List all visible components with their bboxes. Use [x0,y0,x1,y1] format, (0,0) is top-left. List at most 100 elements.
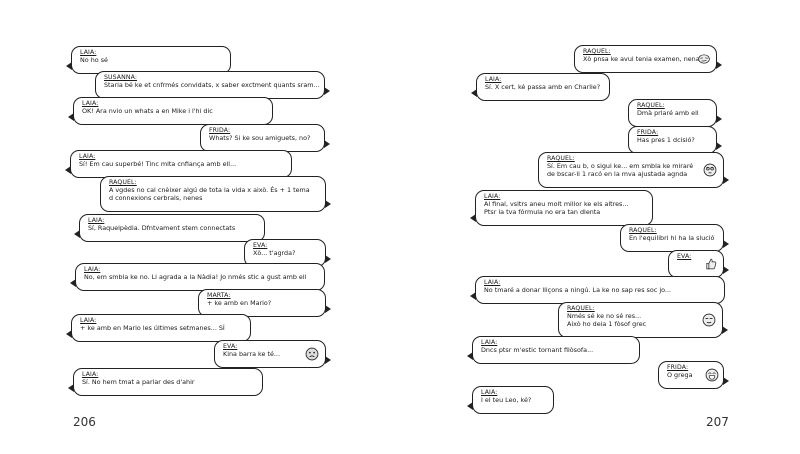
page-number: 206 [73,415,96,429]
message-text: Dncs ptsr m'estic tornant filòsofa... [481,346,594,354]
speaker-name: LAIA: [88,217,105,224]
speaker-name: LAIA: [82,100,99,107]
bubble-tail [70,279,76,287]
smirk-face-icon [698,54,710,64]
message-bubble-laia: LAIA: Dncs ptsr m'estic tornant filòsofa… [467,336,640,364]
speaker-name: LAIA: [481,389,498,396]
speaker-name: MARTA: [207,292,231,299]
bubble-tail [723,377,729,385]
speaker-name: LAIA: [485,76,502,83]
speaker-name: EVA: [253,242,268,249]
speaker-name: LAIA: [84,266,101,273]
message-text: Al final, vsltrs aneu molt millor ke els… [484,200,629,208]
message-text: + ke amb en Mario? [207,299,272,307]
message-text: O grega [667,371,693,379]
bubble-tail [470,292,476,300]
bubble-tail [471,89,477,97]
message-bubble-laia: LAIA: Al final, vsltrs aneu molt millor … [470,190,653,226]
message-text: de bscar-li 1 racó en la mva ajustada ag… [547,170,688,178]
message-text: I el teu Leo, ké? [481,396,532,404]
message-text: Xò... t'agrda? [253,249,296,257]
message-bubble-laia: LAIA: No tmaré a donar lliçons a ningú. … [470,276,725,304]
bubble-tail [722,326,728,334]
message-text: + ke amb en Mario les últimes setmanes..… [80,324,225,332]
page-number: 207 [706,415,729,429]
bubble-tail [716,61,722,69]
message-text: Això ho deia 1 fòsof grec [567,320,647,328]
bubble-tail [467,352,473,360]
message-bubble-raquel: RAQUEL: En l'equilibri hi ha la slució [620,224,729,252]
bubble-tail [325,305,331,313]
bubble-tail [66,62,72,70]
message-bubble-laia: LAIA: No ho sé [66,46,231,74]
bubble-tail [723,266,729,274]
message-bubble-laia: LAIA: Sí. X cert, ké passa amb en Charli… [471,73,610,101]
bubble-tail [467,402,473,410]
bubble-tail [325,200,331,208]
message-text: Sí. X cert, ké passa amb en Charlie? [485,83,601,91]
bubble-tail [65,166,71,174]
message-text: A vgdes no cal cnèixer algú de tota la v… [109,186,310,194]
message-bubble-raquel: RAQUEL: Dmà prlaré amb ell [628,99,722,127]
message-text: No, em smbla ke no. Li agrada a la Nàdia… [84,273,307,281]
message-bubble-eva: EVA: [668,250,729,278]
thumbs-up-icon [706,258,717,270]
message-bubble-marta: MARTA: + ke amb en Mario? [198,289,331,317]
speaker-name: RAQUEL: [637,102,665,109]
bubble-tail [470,214,476,222]
sleepy-face-icon [702,313,716,327]
message-text: Kina barra ke té... [223,350,280,358]
message-text: No tmaré a donar lliçons a ningú. La ke … [484,286,672,294]
eyes-up-face-icon [703,163,717,177]
speaker-name: EVA: [223,343,238,350]
message-bubble-raquel: RAQUEL: Sí. Em cau b, o sigui ke... em s… [538,152,729,188]
message-text: No ho sé [80,56,108,64]
bubble-tail [324,140,330,148]
message-bubble-susanna: SUSANNA: Staria bé ke et cnfrmés convida… [95,71,330,99]
speaker-name: SUSANNA: [104,74,137,81]
grumpy-face-icon [305,347,319,361]
message-text: En l'equilibri hi ha la slució [629,234,715,242]
message-text: Whats? Si ke sou amiguets, no? [209,134,311,142]
left-page: LAIA: No ho sé SUSANNA: Staria bé ke et … [65,46,331,429]
message-bubble-laia: LAIA: OK! Ara nvio un whats a en Mike i … [68,97,273,125]
message-text: Ptsr la tva fórmula no era tan dlenta [484,208,601,216]
speaker-name: RAQUEL: [583,48,611,55]
message-text: Sí. No hem tmat a parlar des d'ahir [82,378,195,386]
message-bubble-laia: LAIA: No, em smbla ke no. Li agrada a la… [70,263,325,291]
message-bubble-laia: LAIA: Sí. No hem tmat a parlar des d'ahi… [68,368,263,396]
message-text: Xò pnsa ke avui tenia examen, nena [583,55,700,63]
speaker-name: LAIA: [80,317,97,324]
message-text: OK! Ara nvio un whats a en Mike i l'hi d… [82,107,213,115]
speaker-name: LAIA: [484,279,501,286]
message-text: Dmà prlaré amb ell [637,109,699,117]
message-text: Sí! Em cau superbé! Tinc mlta cnfiança a… [79,160,237,168]
bubble-tail [723,240,729,248]
message-bubble-eva: EVA: Kina barra ke té... [214,340,331,368]
bubble-tail [68,384,74,392]
bubble-tail [324,87,330,95]
bubble-tail [325,255,331,263]
speaker-name: LAIA: [79,153,96,160]
message-bubble-laia: LAIA: Sí, Raquelpèdia. Dfntvament stem c… [74,214,265,242]
message-text: Nmés sé ke no sé res... [567,312,642,320]
speaker-name: RAQUEL: [629,227,657,234]
bubble-tail [716,142,722,150]
bubble-tail [68,113,74,121]
bubble-tail [723,176,729,184]
speaker-name: LAIA: [82,371,99,378]
message-bubble-laia: LAIA: Sí! Em cau superbé! Tinc mlta cnfi… [65,150,292,178]
bubble-tail [325,356,331,364]
message-bubble-frida: FRIDA: Has pres 1 dcisió? [628,126,722,154]
speaker-name: FRIDA: [637,129,659,136]
speaker-name: EVA: [677,253,692,260]
bubble-tail [716,115,722,123]
message-bubble-eva: EVA: Xò... t'agrda? [244,239,331,267]
speaker-name: RAQUEL: [567,305,595,312]
message-text: Staria bé ke et cnfrmés convidats, x sab… [104,81,320,89]
message-text: Sí, Raquelpèdia. Dfntvament stem connect… [88,224,236,232]
message-bubble-frida: FRIDA: O grega [658,361,729,389]
bubble-tail [74,230,80,238]
message-bubble-laia: LAIA: I el teu Leo, ké? [467,386,554,414]
message-bubble-laia: LAIA: + ke amb en Mario les últimes setm… [66,314,251,342]
